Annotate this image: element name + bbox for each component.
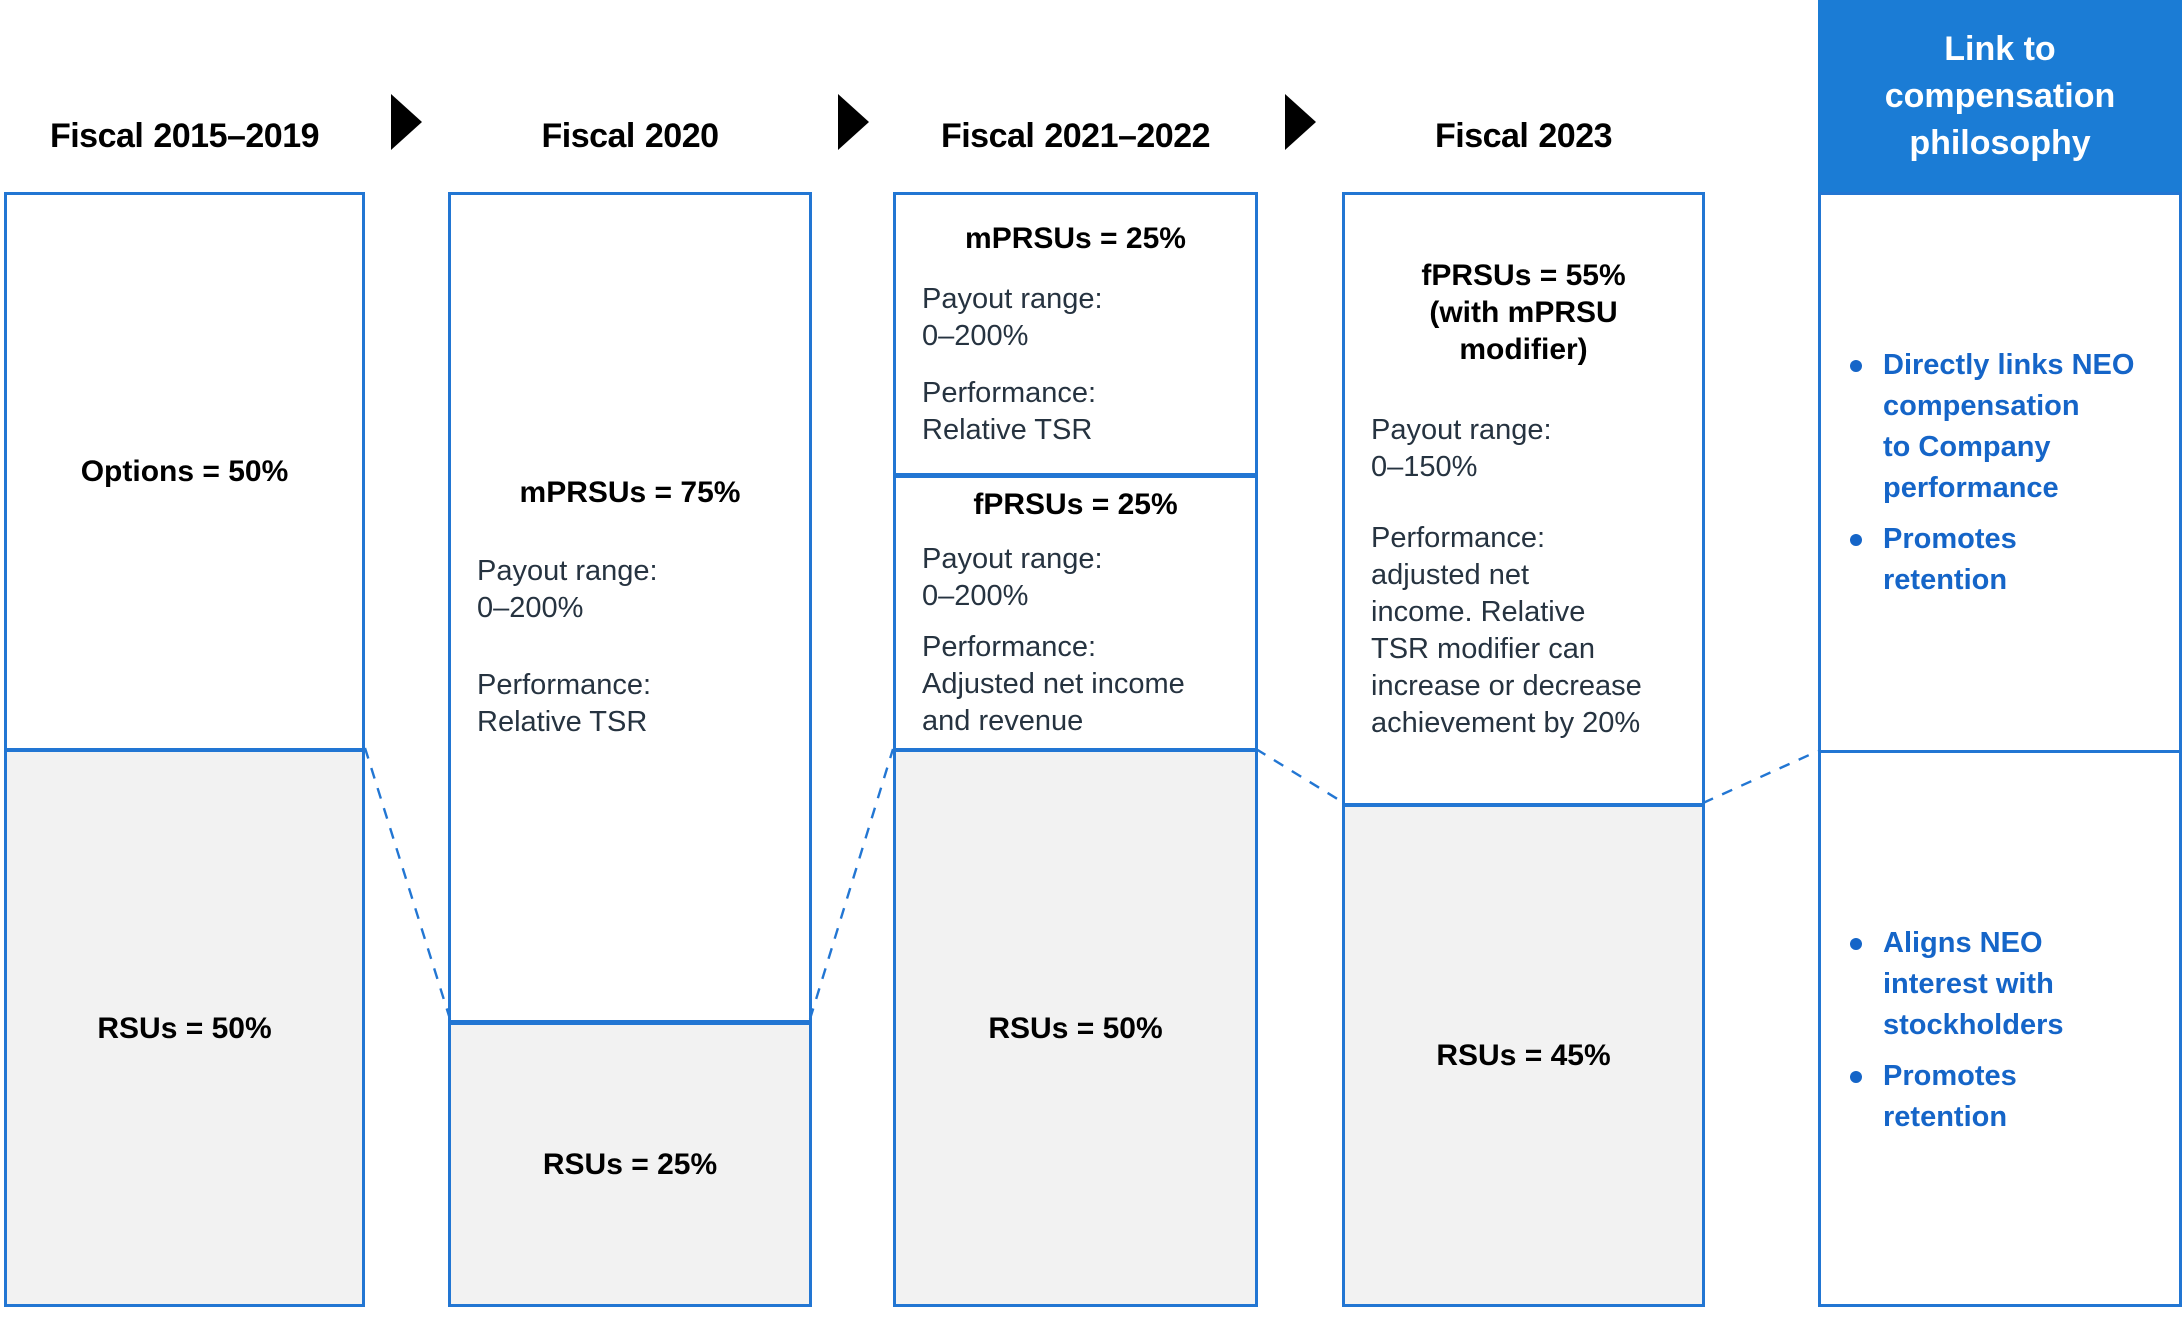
header-years: 2021–2022 bbox=[1044, 116, 1211, 155]
panel-divider bbox=[1821, 750, 2179, 753]
column-header-fiscal-2020: Fiscal 2020 bbox=[448, 106, 812, 166]
performance-text: Performance: Relative TSR bbox=[477, 669, 652, 738]
column-header-fiscal-2021-2022: Fiscal 2021–2022 bbox=[893, 106, 1258, 166]
arrow-right-icon bbox=[1285, 94, 1316, 150]
fprsus-25-box: fPRSUs = 25% Payout range: 0–200% Perfor… bbox=[893, 473, 1258, 748]
header-years: 2015–2019 bbox=[153, 116, 320, 155]
segment-title: fPRSUs = 25% bbox=[973, 488, 1178, 521]
connector-col2-col3 bbox=[808, 748, 895, 1020]
header-prefix: Fiscal bbox=[49, 116, 144, 155]
mprsus-25-box: mPRSUs = 25% Payout range: 0–200% Perfor… bbox=[893, 192, 1258, 473]
bullet-item: Directly links NEO compensation to Compa… bbox=[1847, 345, 2179, 509]
bullet-item: Promotes retention bbox=[1847, 519, 2179, 601]
connector-col4-panel bbox=[1702, 749, 1819, 805]
rsus-45-box-fiscal-2023: RSUs = 45% bbox=[1342, 803, 1705, 1307]
rsus-25-box-fiscal-2020: RSUs = 25% bbox=[448, 1020, 812, 1307]
payout-range-text: Payout range: 0–200% bbox=[922, 543, 1103, 612]
payout-range-text: Payout range: 0–200% bbox=[922, 282, 1103, 352]
payout-range-text: Payout range: 0–200% bbox=[477, 555, 658, 624]
segment-title: Options = 50% bbox=[80, 455, 289, 488]
fprsus-55-box: fPRSUs = 55% (with mPRSU modifier) Payou… bbox=[1342, 192, 1705, 803]
column-header-fiscal-2023: Fiscal 2023 bbox=[1342, 106, 1705, 166]
payout-range-text: Payout range: 0–150% bbox=[1371, 413, 1552, 483]
segment-title: RSUs = 45% bbox=[1436, 1039, 1611, 1072]
header-prefix: Fiscal bbox=[1434, 116, 1529, 155]
rsus-50-box-fiscal-2015-2019: RSUs = 50% bbox=[4, 748, 365, 1307]
bullet-list: Directly links NEO compensation to Compa… bbox=[1847, 335, 2179, 611]
header-prefix: Fiscal bbox=[541, 116, 635, 155]
arrow-right-icon bbox=[838, 94, 869, 150]
header-years: 2023 bbox=[1538, 116, 1613, 155]
header-prefix: Fiscal bbox=[940, 116, 1035, 155]
arrow-right-icon bbox=[391, 94, 422, 150]
performance-text: Performance: adjusted net income. Relati… bbox=[1371, 521, 1642, 739]
header-years: 2020 bbox=[644, 116, 719, 155]
link-to-compensation-philosophy-header: Link to compensation philosophy bbox=[1818, 0, 2182, 192]
options-50-box: Options = 50% bbox=[4, 192, 365, 748]
performance-text: Performance: Adjusted net income and rev… bbox=[922, 631, 1185, 737]
bullet-list: Aligns NEO interest with stockholders Pr… bbox=[1847, 913, 2179, 1148]
connector-col3-col4 bbox=[1255, 747, 1345, 805]
segment-title: mPRSUs = 75% bbox=[519, 476, 741, 509]
segment-title: mPRSUs = 25% bbox=[965, 221, 1186, 255]
philosophy-section-alignment: Aligns NEO interest with stockholders Pr… bbox=[1821, 753, 2179, 1307]
segment-title: fPRSUs = 55% (with mPRSU modifier) bbox=[1421, 258, 1626, 366]
segment-title: RSUs = 25% bbox=[542, 1148, 718, 1181]
column-header-fiscal-2015-2019: Fiscal 2015–2019 bbox=[4, 106, 365, 166]
connector-col1-col2 bbox=[363, 747, 452, 1020]
rsus-50-box-fiscal-2021-2022: RSUs = 50% bbox=[893, 748, 1258, 1307]
compensation-philosophy-panel: Directly links NEO compensation to Compa… bbox=[1818, 192, 2182, 1307]
mprsus-75-box: mPRSUs = 75% Payout range: 0–200% Perfor… bbox=[448, 192, 812, 1020]
segment-title: RSUs = 50% bbox=[988, 1011, 1163, 1045]
philosophy-section-performance: Directly links NEO compensation to Compa… bbox=[1821, 195, 2179, 750]
performance-text: Performance: Relative TSR bbox=[922, 376, 1097, 446]
bullet-item: Aligns NEO interest with stockholders bbox=[1847, 923, 2179, 1046]
segment-title: RSUs = 50% bbox=[97, 1011, 272, 1045]
bullet-item: Promotes retention bbox=[1847, 1056, 2179, 1138]
